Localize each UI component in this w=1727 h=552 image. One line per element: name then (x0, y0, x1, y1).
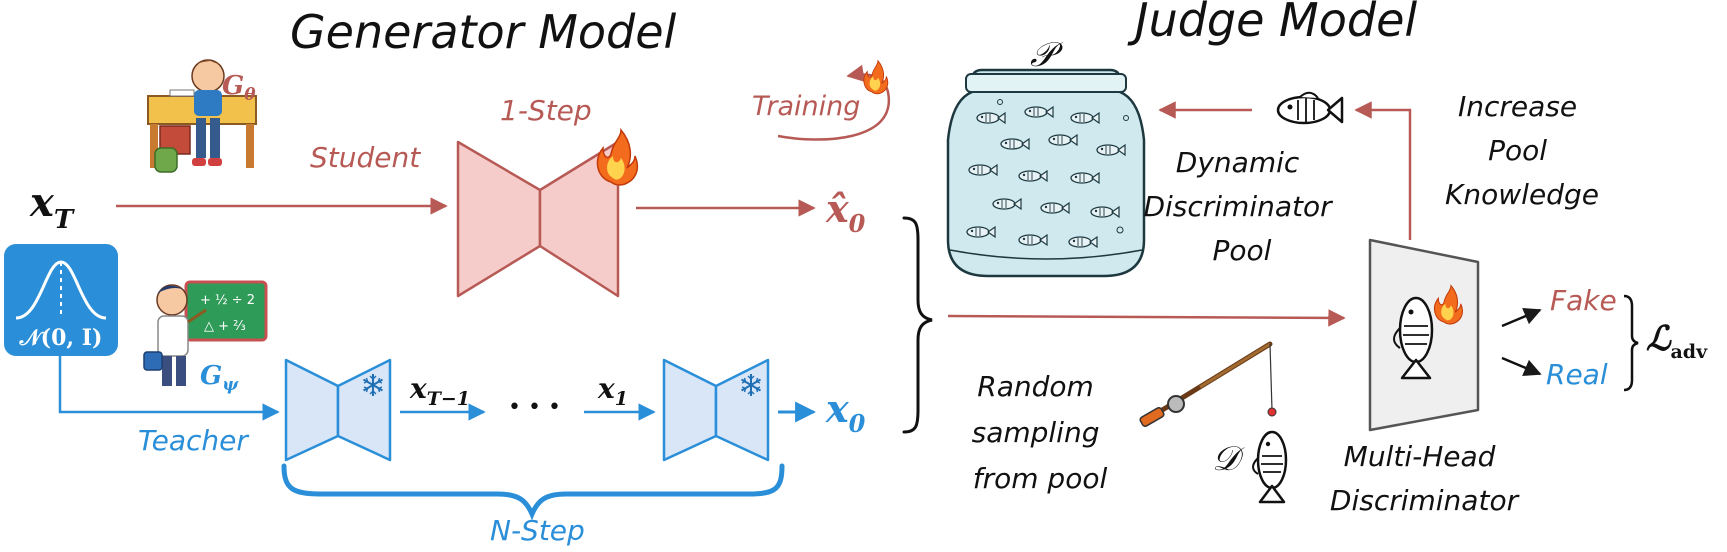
real-label: Real (1546, 358, 1608, 391)
d-symbol: 𝒟 (1212, 439, 1245, 479)
teacher-block-2-right (714, 358, 770, 462)
n-step-brace (281, 463, 785, 521)
teacher-block-1-right (336, 358, 392, 462)
fishing-rod-icon (1139, 341, 1277, 427)
gaussian-icon: 𝒩(0, I) (4, 244, 118, 356)
student-generator-block-right (538, 140, 620, 298)
g-theta-label: Gθ (222, 71, 256, 105)
random-sampling-text: Random sampling from pool (972, 370, 1109, 495)
x-T-minus-1-label: xT−1 (409, 372, 470, 410)
ellipsis-dots: • • • (508, 395, 561, 420)
fake-arrow (1501, 308, 1542, 328)
multi-head-label: Multi-Head Discriminator (1330, 440, 1520, 517)
x0-hat-label: x̂0 (825, 186, 866, 238)
teacher-illustration: + ½ ÷ 2 △ + ⅔ (143, 280, 268, 386)
training-label: Training (752, 91, 860, 122)
pool-description: Dynamic Discriminator Pool (1143, 146, 1340, 267)
student-illustration (147, 59, 257, 173)
judge-title: Judge Model (1127, 0, 1417, 47)
student-label: Student (310, 141, 421, 174)
training-fire-icon (863, 60, 889, 95)
real-arrow (1501, 356, 1542, 376)
x0-label: x0 (825, 386, 866, 438)
fake-label: Fake (1550, 284, 1617, 317)
x-1-label: x1 (597, 372, 628, 410)
discriminator-to-fish-arrow (1354, 101, 1412, 240)
student-generator-block (456, 140, 542, 298)
increase-pool-knowledge-text: Increase Pool Knowledge (1445, 90, 1599, 211)
one-step-label: 1-Step (500, 94, 592, 127)
joining-brace (902, 216, 933, 434)
loss-brace (1623, 294, 1639, 392)
fish-icon (1276, 91, 1344, 125)
generator-title: Generator Model (290, 5, 677, 59)
fire-icon (596, 129, 639, 186)
teacher-block-2-left (662, 358, 718, 462)
g-psi-label: Gψ (200, 361, 239, 395)
discriminator-fish-icon (1393, 296, 1434, 380)
hooked-fish-icon (1252, 430, 1288, 504)
teacher-label: Teacher (138, 424, 249, 457)
loss-label: ℒadv (1646, 319, 1708, 363)
x-T-label: xT (29, 179, 75, 235)
teacher-block-1-left (284, 358, 340, 462)
n-step-label: N-Step (490, 514, 585, 547)
svg-text:△ + ⅔: △ + ⅔ (204, 319, 246, 334)
teacher-arrow (58, 356, 280, 421)
fish-jar-illustration (946, 68, 1146, 278)
normal-dist-label: 𝒩(0, I) (19, 325, 103, 351)
sample-to-discriminator-arrow (947, 309, 1346, 327)
svg-text:+ ½ ÷ 2: + ½ ÷ 2 (200, 293, 255, 308)
